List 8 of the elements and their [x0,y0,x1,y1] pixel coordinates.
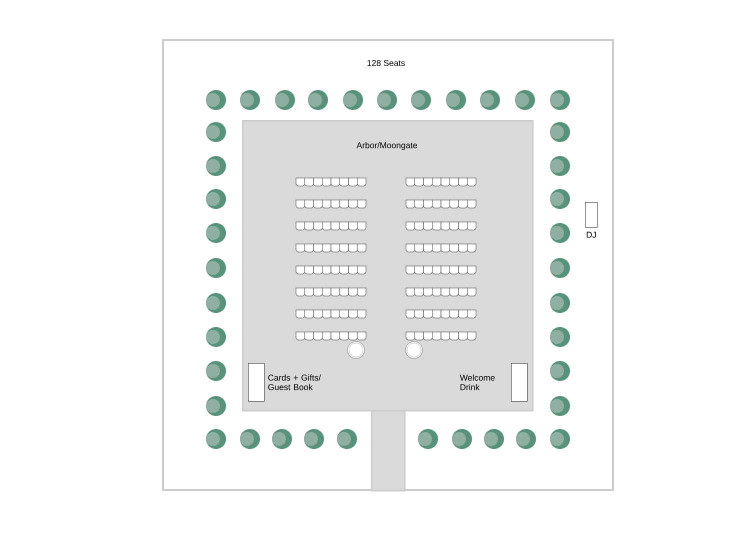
side-table [511,363,528,402]
table-label: DJ [586,232,596,238]
side-table [248,363,265,402]
seat-count: 128 Seats [368,60,405,66]
aisle-path [371,410,406,492]
table-label: Welcome Drink [460,374,495,390]
table-label: Cards + Gifts/ Guest Book [268,374,321,390]
dj-table [585,202,598,228]
